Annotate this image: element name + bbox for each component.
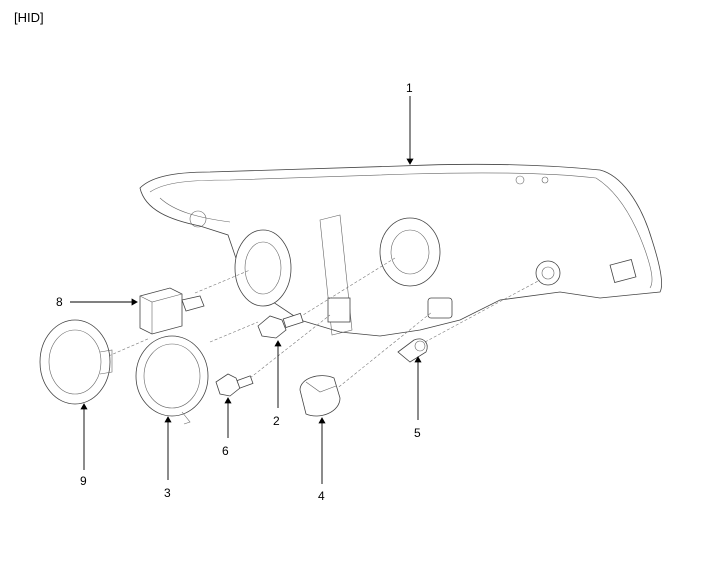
turn-signal-socket <box>299 375 341 417</box>
callout-9: 9 <box>80 403 88 488</box>
callout-6: 6 <box>222 397 232 458</box>
callout-8-label: 8 <box>56 295 63 309</box>
callout-1-label: 1 <box>406 81 413 95</box>
assembly-guide-lines <box>103 257 541 391</box>
hid-igniter <box>139 287 205 335</box>
callout-5-label: 5 <box>414 426 421 440</box>
inner-dust-cover <box>135 335 209 425</box>
callout-2: 2 <box>273 340 282 428</box>
diagram-header-label: [HID] <box>14 10 44 25</box>
callout-5: 5 <box>414 356 422 440</box>
callout-3-label: 3 <box>164 486 171 500</box>
callout-3: 3 <box>164 416 172 500</box>
callout-6-label: 6 <box>222 444 229 458</box>
outer-dust-cover <box>39 319 113 405</box>
callout-4: 4 <box>318 417 326 503</box>
headlamp-housing <box>139 163 662 337</box>
callout-2-label: 2 <box>273 414 280 428</box>
callout-8: 8 <box>56 295 138 309</box>
callout-9-label: 9 <box>80 474 87 488</box>
callout-4-label: 4 <box>318 489 325 503</box>
callout-1: 1 <box>406 81 414 165</box>
turn-signal-bulb <box>397 338 428 363</box>
position-bulb <box>215 373 254 397</box>
high-beam-bulb <box>257 312 304 339</box>
